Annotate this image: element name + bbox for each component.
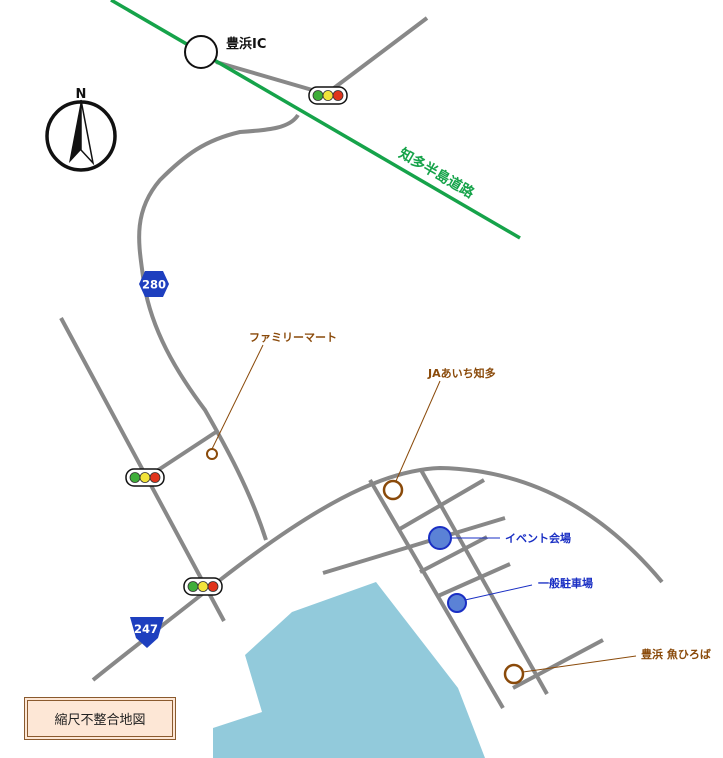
traffic-light-icon — [183, 577, 223, 596]
fish-plaza-marker — [503, 663, 525, 685]
ja-marker — [382, 479, 404, 501]
route-247-number: 247 — [134, 622, 158, 636]
fish-plaza-label: 豊浜 魚ひろば — [641, 647, 711, 661]
road-network — [59, 16, 664, 710]
ja-leader-line — [395, 380, 441, 482]
route-280-shield-icon: 280 — [139, 271, 169, 297]
parking-label: 一般駐車場 — [538, 576, 593, 590]
sea-area — [213, 582, 485, 758]
interchange-label: 豊浜IC — [226, 36, 266, 52]
north-label: N — [76, 87, 87, 102]
event-venue-marker — [428, 526, 452, 550]
route-247-shield-icon: 247 — [130, 617, 164, 648]
road-district-f — [437, 562, 511, 598]
scale-disclaimer-note: 縮尺不整合地図 — [24, 697, 176, 740]
road-district-b — [419, 469, 549, 695]
road-district-c — [396, 478, 486, 532]
route-280-number: 280 — [142, 278, 166, 292]
north-arrow-icon: N — [45, 87, 117, 172]
interchange-marker — [184, 35, 218, 69]
familymart-label: ファミリーマート — [249, 331, 337, 344]
road-280 — [137, 113, 300, 541]
expressway-line — [110, 0, 521, 240]
road-district-d — [322, 516, 506, 575]
road-district-a — [368, 478, 505, 710]
event-venue-label: イベント会場 — [505, 531, 571, 545]
familymart-marker — [206, 448, 218, 460]
traffic-light-icon — [125, 468, 165, 487]
ja-label: JAあいち知多 — [427, 366, 496, 380]
road-ic-ramp — [215, 60, 327, 96]
parking-marker — [447, 593, 467, 613]
road-district-e — [419, 535, 488, 574]
scale-disclaimer-text: 縮尺不整合地図 — [54, 713, 146, 728]
familymart-leader-line — [211, 344, 264, 450]
parking-leader-line — [464, 584, 533, 601]
road-northeast — [324, 16, 429, 96]
fish-plaza-leader-line — [522, 655, 637, 673]
traffic-light-icon — [308, 86, 348, 105]
road-district-g — [512, 638, 604, 690]
road-247 — [91, 465, 664, 682]
